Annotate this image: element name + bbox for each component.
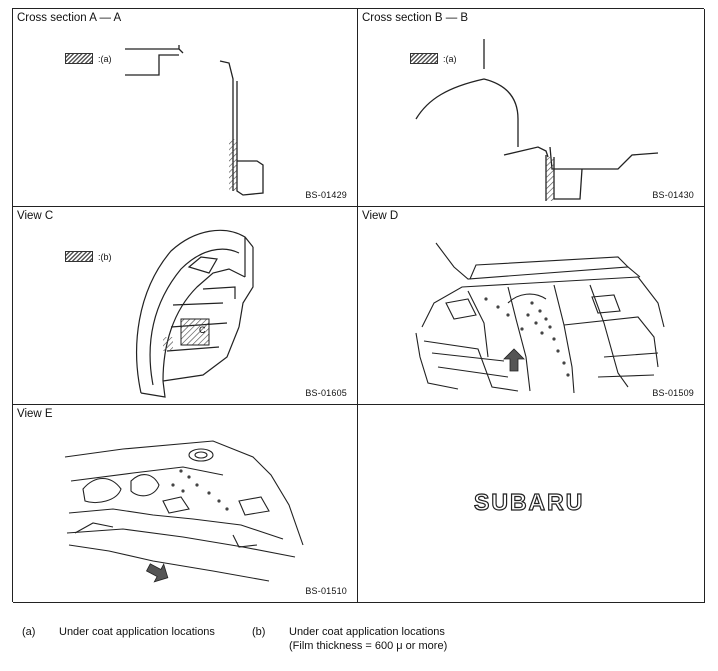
panel-title: View C bbox=[17, 210, 54, 222]
figure-code: BS-01605 bbox=[305, 388, 347, 398]
legend-b: :(a) bbox=[410, 53, 457, 64]
note-key: (b) bbox=[252, 626, 266, 638]
note-text: Under coat application locations bbox=[59, 626, 215, 638]
cross-section-a-drawing bbox=[125, 45, 264, 196]
subaru-logo: SUBARU bbox=[473, 488, 585, 515]
panel-title: View D bbox=[362, 210, 399, 222]
panel-logo: SUBARU bbox=[358, 405, 705, 603]
figure-code: BS-01510 bbox=[305, 586, 347, 596]
view-direction-arrow-icon bbox=[145, 563, 169, 583]
note-key: (a) bbox=[22, 626, 36, 638]
figure-code: BS-01509 bbox=[652, 388, 694, 398]
note-subtext: (Film thickness = 600 μ or more) bbox=[289, 640, 448, 652]
panel-cross-section-b: Cross section B — B :(a) BS-01430 bbox=[358, 9, 705, 207]
legend-c: :(b) bbox=[65, 251, 112, 262]
note-text: Under coat application locations bbox=[289, 626, 445, 638]
cross-section-b-drawing bbox=[415, 39, 659, 201]
figure-code: BS-01430 bbox=[652, 190, 694, 200]
hatch-swatch-icon bbox=[65, 53, 93, 64]
legend-label: :(b) bbox=[98, 251, 112, 262]
wheel-housing-drawing: C bbox=[136, 229, 254, 398]
view-callout: C bbox=[199, 325, 206, 335]
figure-code: BS-01429 bbox=[305, 190, 347, 200]
underbody-front-drawing bbox=[415, 242, 665, 394]
legend-a: :(a) bbox=[65, 53, 112, 64]
panel-view-d: View D bbox=[358, 207, 705, 405]
panel-title: Cross section A — A bbox=[17, 12, 122, 24]
panel-cross-section-a: Cross section A — A :(a) BS-01429 bbox=[13, 9, 358, 207]
hatch-swatch-icon bbox=[65, 251, 93, 262]
hatch-swatch-icon bbox=[410, 53, 438, 64]
figure-grid: Cross section A — A :(a) BS-01429 Cross … bbox=[12, 8, 705, 603]
view-direction-arrow-icon bbox=[503, 348, 525, 372]
legend-label: :(a) bbox=[443, 53, 457, 64]
panel-title: Cross section B — B bbox=[362, 12, 469, 24]
underbody-rear-drawing bbox=[64, 440, 304, 583]
panel-view-e: View E bbox=[13, 405, 358, 603]
legend-label: :(a) bbox=[98, 53, 112, 64]
panel-title: View E bbox=[17, 408, 53, 420]
panel-view-c: View C :(b) C bbox=[13, 207, 358, 405]
